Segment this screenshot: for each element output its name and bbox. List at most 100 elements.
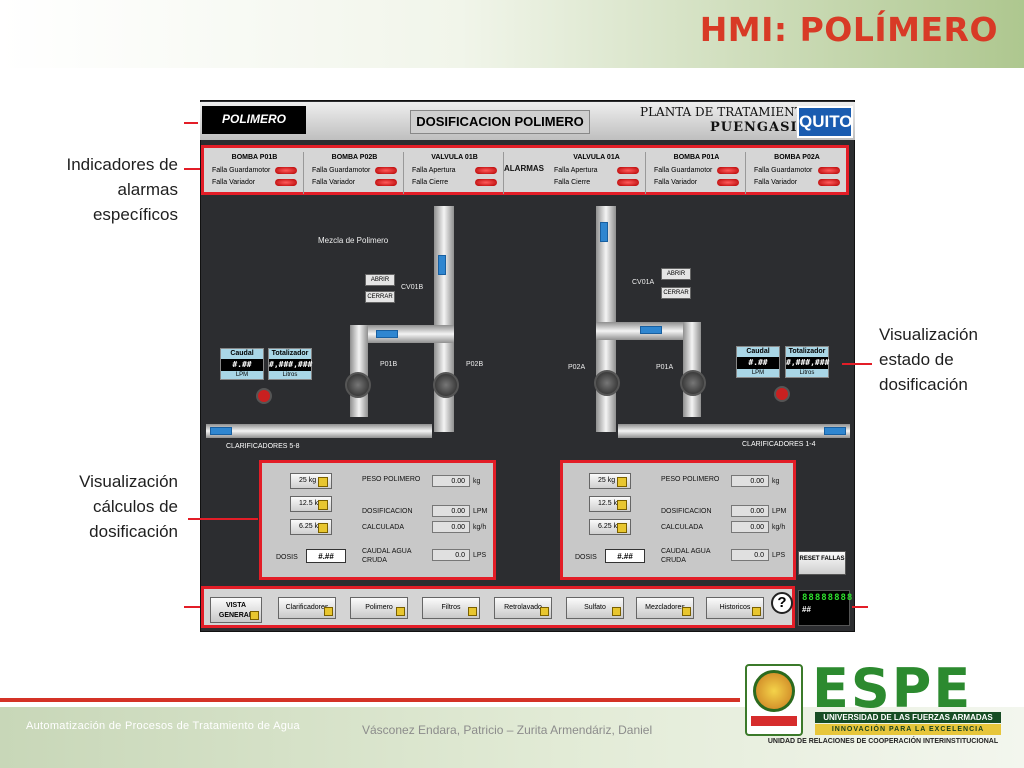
valve-a-close-button[interactable]: CERRAR [661, 287, 691, 299]
caudal-agua-unit: LPS [772, 552, 786, 559]
kg-6-25-button[interactable]: 6.25 kg [589, 519, 631, 535]
callout-line: Indicadores de [66, 155, 178, 174]
alarm-indicator-icon [475, 166, 497, 174]
alarm-label: Falla Variador [754, 178, 798, 186]
footer-red-line [0, 698, 740, 702]
totalizer-value: #,###,### [269, 360, 313, 369]
alarm-indicator-icon [717, 166, 739, 174]
espe-crest-logo [745, 664, 803, 736]
pump-p02b-icon[interactable] [433, 372, 459, 398]
alarm-indicator-icon [717, 178, 739, 186]
alarm-row: Falla Guardamotor [648, 164, 745, 176]
totalizer-display-right: Totalizador #,###,### Litros [785, 346, 829, 378]
clarifiers-left-label: CLARIFICADORES 5-8 [226, 443, 300, 450]
pump-p01a-icon[interactable] [680, 370, 706, 396]
pump-p02a-icon[interactable] [594, 370, 620, 396]
kg-6-25-button[interactable]: 6.25 kg [290, 519, 332, 535]
peso-value: 0.00 [432, 475, 470, 487]
totalizer-unit: Litros [269, 371, 311, 379]
nav-vista-general-button[interactable]: VISTA GENERAL [210, 597, 262, 623]
callout-alarms: Indicadores de alarmas específicos [40, 152, 178, 227]
pipe-main-right [618, 424, 850, 438]
flowmeter-right-icon [774, 386, 790, 402]
alarm-row: Falla Variador [648, 176, 745, 188]
caudal-agua-label: CAUDAL AGUA CRUDA [661, 548, 711, 564]
nav-filtros-button[interactable]: Filtros [422, 597, 480, 619]
callout-leader [842, 363, 872, 365]
alarm-label: Falla Variador [212, 178, 256, 186]
calc-panel-left: 25 kg 12.5 kg 6.25 kg DOSIS #.## PESO PO… [259, 460, 496, 580]
alarm-label: Falla Apertura [412, 166, 456, 174]
callout-leader [184, 606, 200, 608]
valve-b-close-button[interactable]: CERRAR [365, 291, 395, 303]
calculada-unit: kg/h [473, 524, 487, 531]
caudal-label: Caudal [737, 347, 779, 357]
alarm-row: Falla Guardamotor [306, 164, 403, 176]
alarm-row: Falla Guardamotor [206, 164, 303, 176]
alarm-group-v01b: VALVULA 01B Falla Apertura Falla Cierre [406, 152, 504, 194]
alarm-indicators-panel: BOMBA P01B Falla Guardamotor Falla Varia… [201, 145, 849, 195]
espe-motto: INNOVACIÓN PARA LA EXCELENCIA [815, 724, 1001, 735]
caudal-agua-value: 0.0 [432, 549, 470, 561]
caudal-unit: LPM [221, 371, 263, 379]
nav-clarificadores-button[interactable]: Clarificadores [278, 597, 336, 619]
pump-label: P02B [466, 361, 484, 368]
alarm-indicator-icon [818, 178, 840, 186]
dosis-input[interactable]: #.## [306, 549, 346, 563]
caudal-value: #.## [232, 360, 252, 369]
valve-a-open-button[interactable]: ABRIR [661, 268, 691, 280]
pipe-vertical-b [434, 206, 454, 432]
valve-a-label: CV01A [632, 279, 655, 286]
callout-leader [852, 606, 868, 608]
pump-label: P01A [656, 364, 674, 371]
callout-line: alarmas [117, 180, 178, 199]
kg-12-5-button[interactable]: 12.5 kg [589, 496, 631, 512]
kg-12-5-button[interactable]: 12.5 kg [290, 496, 332, 512]
callout-line: cálculos de [92, 497, 178, 516]
alarm-group-title: BOMBA P01A [673, 154, 720, 161]
dosis-input[interactable]: #.## [605, 549, 645, 563]
alarm-group-title: VALVULA 01A [573, 154, 620, 161]
callout-line: Visualización [79, 472, 178, 491]
nav-polimero-button[interactable]: Polimero [350, 597, 408, 619]
alarm-label: Falla Variador [654, 178, 698, 186]
footer-course: Automatización de Procesos de Tratamient… [26, 720, 300, 732]
kg-25-button[interactable]: 25 kg [589, 473, 631, 489]
plant-name-line1: PLANTA DE TRATAMIENTO [640, 105, 813, 119]
caudal-display-left: Caudal #.## LPM [220, 348, 264, 380]
plant-name-line2: PUENGASI [710, 120, 798, 135]
question-icon[interactable]: ? [771, 592, 793, 614]
flowmeter-left-icon [256, 388, 272, 404]
pump-p01b-icon[interactable] [345, 372, 371, 398]
pipe-drop-b [350, 325, 368, 417]
valve-b-open-button[interactable]: ABRIR [365, 274, 395, 286]
calculada-label: CALCULADA [661, 524, 704, 531]
reset-faults-button[interactable]: RESET FALLAS [798, 551, 846, 575]
calculada-unit: kg/h [772, 524, 786, 531]
dosificacion-value: 0.00 [432, 505, 470, 517]
callout-status: Visualización estado de dosificación [879, 322, 1009, 397]
clarifiers-right-label: CLARIFICADORES 1-4 [742, 441, 816, 448]
alarm-group-p01b: BOMBA P01B Falla Guardamotor Falla Varia… [206, 152, 304, 194]
caudal-display-right: Caudal #.## LPM [736, 346, 780, 378]
callout-line: dosificación [879, 375, 968, 394]
nav-retrolavado-button[interactable]: Retrolavado [494, 597, 552, 619]
kg-25-button[interactable]: 25 kg [290, 473, 332, 489]
flow-arrow-icon [600, 222, 608, 242]
alarm-group-title: BOMBA P02B [331, 154, 378, 161]
totalizer-unit: Litros [786, 369, 828, 377]
alarm-row: Falla Cierre [548, 176, 645, 188]
mix-label: Mezcla de Polimero [318, 236, 389, 245]
valve-b-label: CV01B [401, 284, 424, 291]
alarm-group-p02a: BOMBA P02A Falla Guardamotor Falla Varia… [748, 152, 846, 194]
pipe-horizontal-b [350, 325, 454, 343]
nav-sulfato-button[interactable]: Sulfato [566, 597, 624, 619]
crest-banner [751, 716, 797, 726]
alarm-indicator-icon [475, 178, 497, 186]
callout-calc: Visualización cálculos de dosificación [40, 469, 178, 544]
peso-label: PESO POLIMERO [362, 476, 421, 483]
nav-mezcladores-button[interactable]: Mezcladores [636, 597, 694, 619]
alarm-indicator-icon [375, 166, 397, 174]
nav-historicos-button[interactable]: Historicos [706, 597, 764, 619]
alarm-label: Falla Guardamotor [212, 166, 271, 174]
